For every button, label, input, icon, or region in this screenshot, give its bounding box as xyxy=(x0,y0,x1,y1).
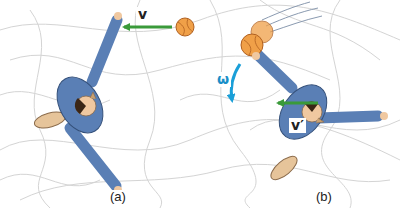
skater-a xyxy=(33,12,122,194)
velocity-arrow xyxy=(278,102,318,105)
panel-label: (a) xyxy=(108,190,128,204)
angular-velocity-symbol: ω xyxy=(215,72,231,87)
ball-b xyxy=(241,21,273,60)
angular-velocity-arrow xyxy=(231,64,240,100)
velocity-arrow xyxy=(124,26,172,29)
panel-label: (b) xyxy=(314,190,334,204)
velocity-symbol: v xyxy=(136,7,149,22)
velocity-symbol: v′ xyxy=(289,118,306,133)
ball-a xyxy=(176,18,194,36)
skater-b xyxy=(258,2,388,184)
